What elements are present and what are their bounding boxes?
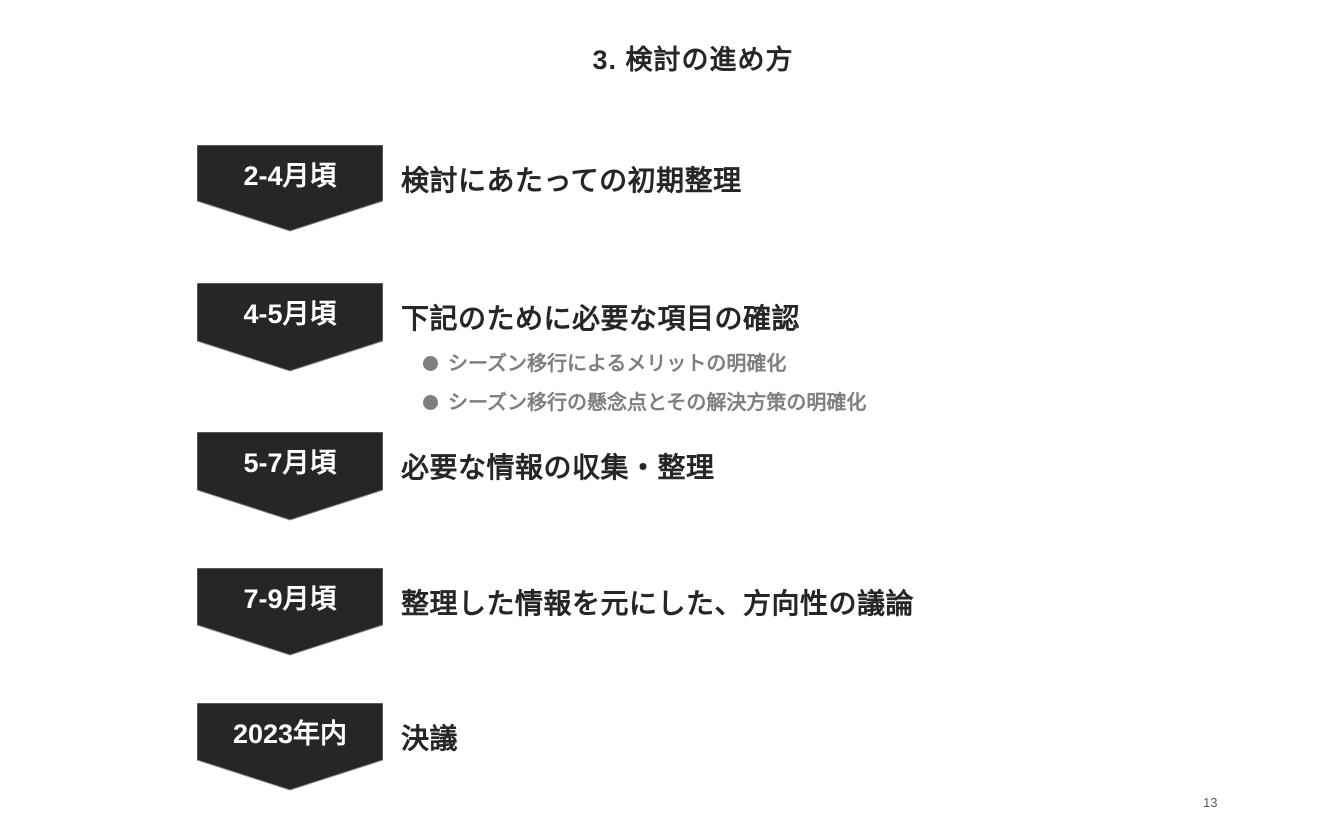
chevron-arrow: 2023年内 xyxy=(197,703,383,791)
step-period: 2-4月頃 xyxy=(243,161,337,191)
step-description: 決議 xyxy=(401,723,459,754)
step-description: 検討にあたっての初期整理 xyxy=(401,165,742,196)
step-period: 2023年内 xyxy=(232,719,348,749)
step-description: 必要な情報の収集・整理 xyxy=(401,452,715,483)
bullet-item: シーズン移行の懸念点とその解決方策の明確化 xyxy=(423,386,866,415)
step-period: 4-5月頃 xyxy=(243,299,337,329)
chevron-arrow: 2-4月頃 xyxy=(197,145,383,232)
step-1: 2-4月頃 検討にあたっての初期整理 xyxy=(197,145,1197,235)
step-period: 7-9月頃 xyxy=(243,584,337,614)
page-number: 13 xyxy=(1203,795,1218,810)
bullet-dot-icon xyxy=(423,356,438,371)
bullet-text: シーズン移行によるメリットの明確化 xyxy=(448,353,787,375)
chevron-arrow: 4-5月頃 xyxy=(197,283,383,372)
bullet-text: シーズン移行の懸念点とその解決方策の明確化 xyxy=(448,392,867,414)
step-3: 5-7月頃 必要な情報の収集・整理 xyxy=(197,432,1197,522)
step-2: 4-5月頃 下記のために必要な項目の確認 シーズン移行によるメリットの明確化 シ… xyxy=(197,283,1197,414)
slide-title: 3. 検討の進め方 xyxy=(592,45,794,75)
step-5: 2023年内 決議 xyxy=(197,703,1197,793)
chevron-arrow: 7-9月頃 xyxy=(197,568,383,656)
step-period: 5-7月頃 xyxy=(243,448,337,478)
chevron-arrow: 5-7月頃 xyxy=(197,432,383,521)
bullet-item: シーズン移行によるメリットの明確化 xyxy=(423,347,786,376)
bullet-dot-icon xyxy=(423,395,438,410)
step-4: 7-9月頃 整理した情報を元にした、方向性の議論 xyxy=(197,568,1197,658)
step-description: 下記のために必要な項目の確認 xyxy=(401,303,801,334)
step-description: 整理した情報を元にした、方向性の議論 xyxy=(401,588,915,619)
